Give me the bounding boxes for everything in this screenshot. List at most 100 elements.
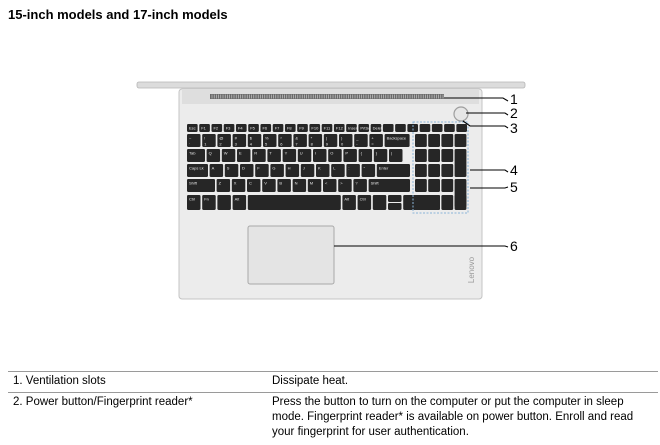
key-cap [232,134,247,147]
key-label: 6 [280,142,283,147]
key-cap [316,164,330,177]
key-cap [373,149,388,162]
key-cap [357,195,372,210]
key-cap [441,195,454,210]
key-label: N [295,181,298,186]
key-cap [342,195,356,210]
key-label: Tab [189,151,196,156]
keyboard-key: Tab [187,149,205,162]
keyboard-key: A [209,164,224,177]
keyboard-key: Backspace [384,134,410,147]
key-label: P [345,151,348,156]
key-label: Fn [204,197,209,202]
key-label: A [212,166,215,171]
keyboard-key: += [369,134,383,147]
key-label: Q [209,151,212,156]
keyboard-key: Shift [368,179,410,192]
keyboard-key: X [231,179,246,192]
key-label: F4 [238,126,243,131]
keyboard-key [428,134,440,147]
keyboard-key: Insert [346,124,359,132]
key-label: # [235,136,238,141]
keyboard-key: O [328,149,342,162]
key-label: : [348,166,349,171]
key-cap [252,149,266,162]
keyboard-key: Alt [232,195,247,210]
keyboard-key [431,124,443,132]
key-cap [231,179,246,192]
key-cap [415,134,427,147]
keyboard-key: U [297,149,312,162]
keyboard-key: K [316,164,330,177]
key-label: D [242,166,245,171]
keyboard-key: *8 [308,134,323,147]
key-cap [217,195,231,210]
keyboard-key: G [270,164,284,177]
key-cap [369,134,383,147]
keyboard-key: F3 [223,124,235,132]
key-cap [395,124,406,132]
key-cap [221,149,236,162]
keyboard-key: )0 [339,134,353,147]
key-label: L [333,166,336,171]
key-label: { [361,151,363,156]
key-label: Esc [189,126,196,131]
key-cap [333,124,345,132]
keyboard-key: > [338,179,352,192]
section-heading: 15-inch models and 17-inch models [8,7,228,22]
key-label: _ [355,136,359,141]
key-cap [216,179,231,192]
brand-logo: Lenovo [467,256,476,283]
key-cap [284,124,296,132]
keyboard-key: ^6 [278,134,292,147]
callout-2: 2 [510,105,518,121]
key-label: $ [250,136,253,141]
key-label: B [279,181,282,186]
key-cap [323,134,338,147]
key-cap [300,164,315,177]
keyboard-key: C [247,179,261,192]
keyboard-key: PrtSc [358,124,370,132]
table-cell-desc: Dissipate heat. [267,371,658,393]
key-label: S [227,166,230,171]
keyboard-key: &7 [293,134,307,147]
key-label: F10 [311,126,319,131]
key-label: M [310,181,313,186]
keyboard-key: ~` [187,134,201,147]
keyboard-key: N [292,179,307,192]
key-label: 0 [341,142,344,147]
key-label: < [325,181,328,186]
key-cap [263,134,277,147]
key-cap [403,195,417,210]
key-cap [297,124,308,132]
key-cap [331,164,345,177]
key-cap [285,164,300,177]
key-label: X [234,181,237,186]
key-cap [277,179,291,192]
key-cap [346,124,357,132]
keyboard-key: F7 [272,124,284,132]
keyboard-key [415,149,427,162]
keyboard-key [415,179,427,192]
key-label: 3 [235,142,238,147]
keyboard-key: Ctrl [187,195,201,210]
keyboard-key: F4 [235,124,247,132]
key-label: ` [189,142,191,147]
key-cap [346,164,360,177]
key-cap [187,124,198,132]
keyboard-key [441,179,454,192]
key-cap [454,134,467,147]
key-label: H [288,166,291,171]
key-cap [441,149,454,162]
key-label: ~ [189,136,192,141]
keyboard-key: | [389,149,403,162]
key-label: ^ [280,136,282,141]
key-cap [358,124,370,132]
key-cap [321,124,333,132]
key-label: } [376,151,378,156]
keyboard-key: P [343,149,357,162]
key-cap [272,124,284,132]
key-label: 4 [250,142,253,147]
key-cap [202,195,216,210]
